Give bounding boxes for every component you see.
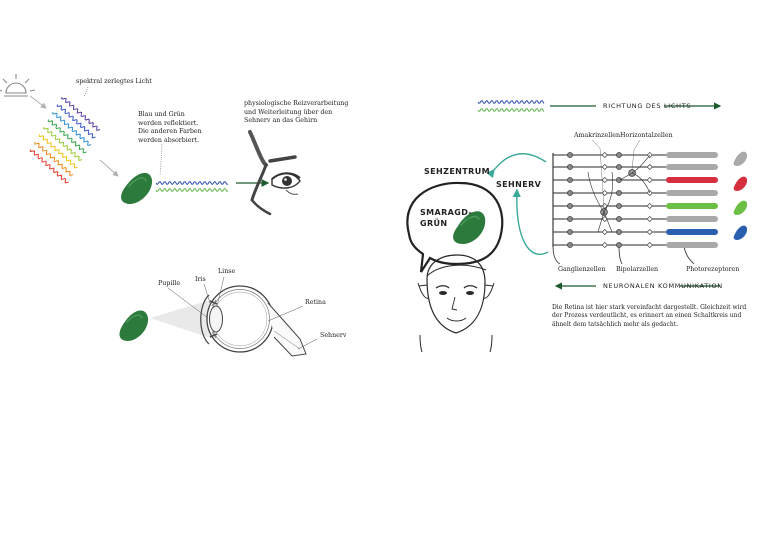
reflected-blue-wave [155, 180, 229, 186]
label-sehzentrum: SEHZENTRUM [424, 167, 490, 176]
reflected-green-wave [155, 187, 229, 193]
retina-circuit-row [553, 242, 718, 248]
sun-arrow-icon [29, 95, 47, 109]
label-ganglienzellen: Ganglienzellen [558, 266, 606, 273]
retina-circuit [552, 139, 748, 265]
label-linse: Linse [218, 268, 236, 275]
eye-cross-section [150, 276, 318, 357]
spectrum-wave [38, 134, 78, 169]
light-green-wave [477, 107, 545, 113]
spectrum-wave [29, 149, 69, 184]
spectrum-arrow-icon [99, 159, 119, 177]
label-amakrinzellen: Amakrinzellen [574, 132, 621, 139]
sehnerv-arrow-icon [512, 188, 549, 255]
light-direction-label: RICHTUNG DES LICHTS [603, 102, 692, 110]
retina-circuit-row [553, 177, 718, 183]
neural-direction-label: NEURONALEN KOMMUNIKATION [603, 282, 723, 290]
emerald-in-bubble-icon [453, 211, 486, 244]
label-photorezeptoren: Photorezeptoren [686, 266, 740, 273]
emerald-stone-small-icon [119, 310, 149, 341]
label-sehnerv-brain: SEHNERV [496, 180, 542, 189]
face-icon [417, 254, 495, 353]
label-iris: Iris [195, 276, 206, 283]
color-smear-icon [733, 225, 748, 240]
spectrum-wave [47, 119, 87, 154]
thought-bubble-icon [406, 181, 504, 273]
reflection-text: Blau und Grün werden reflektiert. Die an… [138, 111, 202, 144]
retina-circuit-row [553, 152, 718, 158]
label-horizontalzellen: Horizontalzellen [620, 132, 673, 139]
spectrum-waves [29, 96, 101, 184]
retina-circuit-row [553, 190, 718, 196]
profile-eye-icon [248, 130, 301, 216]
spectrum-label: spektral zerlegtes Licht [76, 78, 152, 85]
color-smear-icon [733, 176, 748, 191]
spectrum-wave [61, 96, 101, 131]
sehzentrum-arrow-icon [486, 153, 547, 179]
color-smear-icon [733, 200, 748, 215]
spectrum-wave [43, 126, 83, 161]
emerald-stone-icon [121, 172, 153, 204]
label-bipolarzellen: Bipolarzellen [616, 266, 659, 273]
spectrum-wave [56, 104, 96, 139]
processing-text: physiologische Reizverarbeitung und Weit… [244, 100, 349, 125]
label-pupille: Pupille [158, 280, 181, 287]
color-smear-icon [733, 151, 748, 166]
label-sehnerv-eye: Sehnerv [320, 332, 347, 339]
retina-circuit-row [553, 203, 718, 209]
label-color-name: SMARAGD- GRÜN [420, 208, 473, 228]
spectrum-wave [34, 141, 74, 176]
reflected-light-waves [155, 180, 229, 193]
spectrum-wave [52, 111, 92, 146]
label-retina: Retina [305, 299, 326, 306]
retina-circuit-row [553, 164, 718, 170]
light-blue-wave [477, 99, 545, 105]
sun-icon [0, 74, 36, 97]
retina-circuit-row [553, 216, 718, 222]
retina-caption: Die Retina ist hier stark vereinfacht da… [552, 304, 747, 328]
light-direction-waves [477, 99, 545, 113]
retina-circuit-row [553, 229, 718, 235]
